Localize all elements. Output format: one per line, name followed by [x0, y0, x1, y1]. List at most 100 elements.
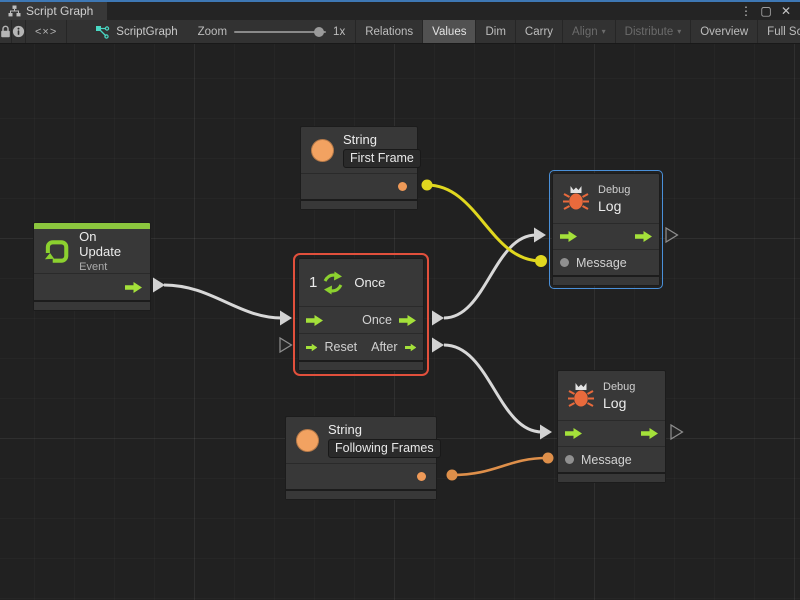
- bug-icon: [563, 186, 589, 210]
- node-header: 1 Once: [299, 259, 423, 306]
- flow-output-port[interactable]: [125, 281, 142, 293]
- port-connector-once-out[interactable]: [432, 310, 444, 326]
- node-debug-log-bottom[interactable]: Debug Log Message: [557, 370, 666, 483]
- message-label: Message: [581, 452, 632, 467]
- maximize-icon[interactable]: ▢: [760, 4, 772, 18]
- message-label: Message: [576, 255, 627, 270]
- node-subtitle: Debug: [598, 183, 631, 196]
- reset-input-port[interactable]: [306, 342, 318, 353]
- node-title: Once: [354, 275, 386, 290]
- node-title: On Update: [79, 229, 122, 259]
- wire-end-dot-orange-dst[interactable]: [542, 452, 554, 464]
- toolbar-gap: [67, 20, 85, 43]
- wire-arrowhead-debuglog-top-in: [534, 227, 546, 243]
- graph-canvas[interactable]: String First Frame On Update Event: [0, 44, 800, 600]
- node-footer: [34, 300, 150, 310]
- distribute-button[interactable]: Distribute ▾: [616, 20, 692, 43]
- values-label: Values: [432, 25, 467, 38]
- flow-input-port[interactable]: [560, 231, 577, 242]
- node-title: Log: [603, 394, 627, 411]
- string-literal-icon: [311, 138, 334, 162]
- node-debug-log-top[interactable]: Debug Log Message: [549, 170, 663, 289]
- window-controls: ⋮ ▢ ✕: [738, 2, 800, 20]
- wire-end-dot-yellow-src[interactable]: [421, 179, 433, 191]
- zoom-slider-handle[interactable]: [314, 26, 325, 37]
- window-menu-icon[interactable]: ⋮: [740, 4, 752, 18]
- flow-output-port[interactable]: [635, 231, 652, 242]
- node-string-first[interactable]: String First Frame: [300, 126, 421, 210]
- node-footer: [553, 275, 659, 285]
- hierarchy-icon: [8, 5, 21, 17]
- bug-icon: [568, 383, 594, 407]
- string-literal-icon: [296, 428, 319, 452]
- once-icon-number: 1: [309, 274, 318, 291]
- dim-button[interactable]: Dim: [476, 20, 516, 43]
- node-footer: [299, 360, 423, 370]
- focus-accent-line: [0, 0, 800, 2]
- port-connector-onupdate-out[interactable]: [153, 277, 165, 293]
- values-button[interactable]: Values: [423, 20, 477, 43]
- node-string-following[interactable]: String Following Frames: [285, 416, 441, 500]
- zoom-label: Zoom: [197, 25, 228, 38]
- dim-label: Dim: [485, 25, 506, 38]
- graph-breadcrumb[interactable]: ScriptGraph: [85, 20, 187, 43]
- wire-arrowhead-debuglog-bottom-in: [540, 424, 552, 440]
- flow-input-port[interactable]: [306, 314, 323, 326]
- wire-string-first-to-message[interactable]: [426, 183, 542, 263]
- once-out-label: Once: [362, 313, 392, 327]
- after-output-port[interactable]: [404, 342, 416, 353]
- wire-end-dot-yellow-dst[interactable]: [535, 255, 547, 267]
- lock-button[interactable]: [0, 20, 12, 43]
- port-connector-reset-in-empty[interactable]: [279, 336, 293, 354]
- port-connector-after-out[interactable]: [432, 337, 444, 353]
- flow-output-port[interactable]: [641, 428, 658, 439]
- overview-label: Overview: [700, 25, 749, 38]
- flow-output-port[interactable]: [399, 314, 416, 326]
- message-input-port[interactable]: [560, 258, 569, 267]
- wire-onupdate-to-once[interactable]: [163, 283, 283, 320]
- reset-label: Reset: [324, 340, 358, 354]
- carry-button[interactable]: Carry: [516, 20, 564, 43]
- info-button[interactable]: [12, 20, 26, 43]
- once-cycle-icon: [324, 271, 343, 294]
- wire-arrowhead-once-in: [280, 310, 292, 326]
- string-value-field[interactable]: Following Frames: [328, 439, 441, 458]
- value-output-port[interactable]: [398, 182, 407, 191]
- node-header: On Update Event: [34, 229, 150, 273]
- node-title: String: [343, 132, 377, 147]
- node-footer: [558, 472, 665, 482]
- edit-script-button[interactable]: <×>: [26, 20, 68, 43]
- port-connector-debuglog-top-out-empty[interactable]: [665, 226, 679, 244]
- node-title: String: [328, 422, 362, 437]
- wire-string-following-to-message[interactable]: [451, 456, 548, 477]
- node-on-update[interactable]: On Update Event: [33, 222, 151, 311]
- node-subtitle: Event: [79, 261, 108, 273]
- overview-button[interactable]: Overview: [691, 20, 759, 43]
- port-connector-debuglog-bottom-out-empty[interactable]: [670, 423, 684, 441]
- graph-name-label: ScriptGraph: [116, 25, 178, 38]
- after-label: After: [371, 340, 398, 354]
- node-once[interactable]: 1 Once Once: [293, 253, 429, 376]
- node-title: Log: [598, 197, 622, 214]
- loop-event-icon: [44, 239, 69, 263]
- relations-button[interactable]: Relations: [356, 20, 424, 43]
- value-output-port[interactable]: [417, 472, 426, 481]
- node-header: String First Frame: [301, 127, 421, 173]
- chevron-down-icon: ▾: [601, 27, 606, 36]
- wire-once-to-debuglog-top[interactable]: [443, 233, 537, 320]
- fullscreen-button[interactable]: Full Screen: [758, 20, 800, 43]
- wire-end-dot-orange-src[interactable]: [446, 469, 458, 481]
- tab-script-graph[interactable]: Script Graph: [0, 2, 108, 20]
- string-value-field[interactable]: First Frame: [343, 149, 421, 168]
- close-icon[interactable]: ✕: [780, 4, 792, 18]
- align-label: Align: [572, 25, 598, 38]
- flow-input-port[interactable]: [565, 428, 582, 439]
- zoom-slider[interactable]: [234, 26, 327, 37]
- info-icon: [12, 25, 25, 38]
- wire-once-to-debuglog-bottom[interactable]: [443, 343, 543, 434]
- zoom-value: 1x: [333, 25, 346, 38]
- event-accent-bar: [34, 223, 150, 229]
- message-input-port[interactable]: [565, 455, 574, 464]
- node-header: Debug Log: [553, 174, 659, 223]
- align-button[interactable]: Align ▾: [563, 20, 616, 43]
